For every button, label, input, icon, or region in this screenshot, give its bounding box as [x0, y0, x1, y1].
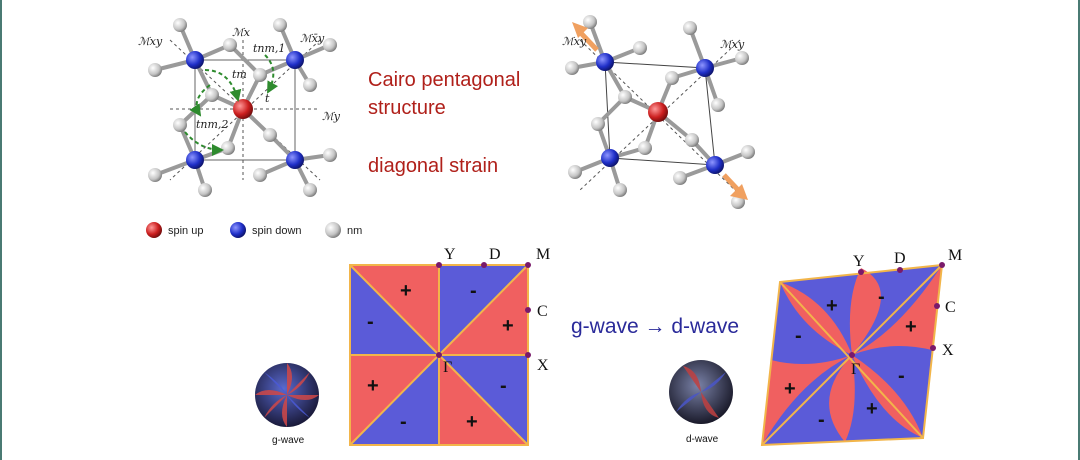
sign: -: [367, 311, 374, 333]
label-strained-Mxy: ℳxy: [562, 35, 587, 48]
sign: +: [466, 411, 478, 433]
sign: +: [367, 375, 379, 397]
kpoint-Gamma-dot: [436, 352, 442, 358]
sign: -: [400, 411, 407, 433]
nm-atoms: [148, 18, 337, 197]
strained-nm-atoms: [565, 15, 755, 209]
spin-down-atom: [706, 156, 724, 174]
g-wave-sphere: g-wave: [255, 363, 319, 446]
sign: +: [400, 280, 412, 302]
g-wave-caption: g-wave: [272, 435, 305, 446]
spin-down-atom: [601, 149, 619, 167]
sphere-lobes-red: [683, 366, 719, 418]
sign: -: [795, 325, 802, 347]
sign: -: [470, 280, 477, 302]
label-t: t: [265, 92, 270, 105]
spin-down-atom: [286, 151, 304, 169]
kpoint-M-label: M: [536, 246, 550, 263]
spin-up-atom: [233, 99, 253, 119]
label-tm: tm: [232, 68, 247, 81]
sign: +: [784, 378, 796, 400]
kpoint-Y-dot: [436, 262, 442, 268]
atom-legend: spin up spin down nm: [146, 222, 362, 238]
spin-down-atom: [696, 59, 714, 77]
spin-down-atom: [186, 51, 204, 69]
d-kpoint-Y-dot: [858, 269, 864, 275]
transition-label: g-wave → d-wave: [571, 315, 739, 338]
sphere-lobes-blue: [676, 372, 726, 412]
kpoint-C-label: C: [537, 303, 548, 320]
hopping-arrows: [184, 54, 279, 156]
right-frame-edge: [1078, 0, 1080, 460]
title-line-2: structure: [368, 97, 446, 119]
bz-d-wave: + - + - + - + - Y D M C X Γ: [760, 247, 962, 447]
label-Mxy-bar: ℳx̄y: [300, 32, 325, 45]
bz-d-boundary: [760, 263, 944, 447]
lobe-red-lower: [829, 355, 855, 442]
d-kpoint-C-label: C: [945, 299, 956, 316]
spin-down-atom: [186, 151, 204, 169]
sphere-lobes-red: [255, 363, 319, 427]
bz-g-wave: + - + - + - + - Y D M C X Γ: [349, 246, 550, 446]
kpoint-X-dot: [525, 352, 531, 358]
d-kpoint-Gamma-dot: [849, 352, 855, 358]
lattice-unstrained: ℳxy ℳx ℳx̄y ℳy tnm,1 tm t tnm,2: [138, 18, 341, 197]
d-kpoint-X-dot: [930, 345, 936, 351]
legend-spin-down-marker: [230, 222, 246, 238]
label-My: ℳy: [322, 110, 341, 123]
sign: -: [500, 375, 507, 397]
strain-arrowhead-bottom-right: [730, 184, 748, 200]
label-strained-Mxy-2: ℳxy: [720, 38, 745, 51]
kpoint-X-label: X: [537, 357, 549, 374]
lobe-red-upper: [849, 268, 881, 355]
lattice-strained: ℳxy ℳxy: [562, 15, 755, 209]
sign: -: [898, 365, 905, 387]
sign: +: [826, 295, 838, 317]
legend-spin-down-label: spin down: [252, 225, 302, 237]
d-kpoint-C-dot: [934, 303, 940, 309]
strain-arrowhead-top-left: [572, 22, 588, 38]
d-kpoint-Y-label: Y: [853, 253, 865, 270]
kpoint-D-label: D: [489, 246, 501, 263]
spin-down-atom: [286, 51, 304, 69]
strain-arrows: [572, 22, 748, 200]
d-kpoint-D-label: D: [894, 250, 906, 267]
kpoint-Gamma-label: Γ: [443, 359, 452, 376]
d-kpoint-M-label: M: [948, 247, 962, 264]
sphere-lobes-blue: [264, 372, 310, 418]
kpoint-D-dot: [481, 262, 487, 268]
spin-up-atom: [648, 102, 668, 122]
kpoint-C-dot: [525, 307, 531, 313]
d-wave-sphere: d-wave: [669, 360, 733, 445]
label-tnm2: tnm,2: [196, 118, 228, 131]
sign: +: [905, 316, 917, 338]
title-line-1: Cairo pentagonal: [368, 69, 520, 91]
legend-spin-up-marker: [146, 222, 162, 238]
d-wave-caption: d-wave: [686, 434, 719, 445]
legend-spin-up-label: spin up: [168, 225, 203, 237]
label-Mx: ℳx: [232, 26, 251, 39]
kpoint-M-dot: [525, 262, 531, 268]
subtitle-diagonal-strain: diagonal strain: [368, 155, 498, 177]
sign: +: [866, 398, 878, 420]
d-kpoint-Gamma-label: Γ: [851, 361, 860, 378]
kpoint-Y-label: Y: [444, 246, 456, 263]
label-Mxy: ℳxy: [138, 35, 163, 48]
legend-nm-label: nm: [347, 225, 362, 237]
d-kpoint-D-dot: [897, 267, 903, 273]
sign: +: [502, 315, 514, 337]
d-kpoint-X-label: X: [942, 342, 954, 359]
lobe-red-right: [852, 265, 942, 355]
label-tnm1: tnm,1: [253, 42, 285, 55]
d-kpoint-M-dot: [939, 262, 945, 268]
lobe-red-left: [762, 355, 852, 445]
left-frame-edge: [0, 0, 2, 460]
sign: -: [818, 409, 825, 431]
legend-nm-marker: [325, 222, 341, 238]
spin-down-atom: [596, 53, 614, 71]
sign: -: [878, 286, 885, 308]
